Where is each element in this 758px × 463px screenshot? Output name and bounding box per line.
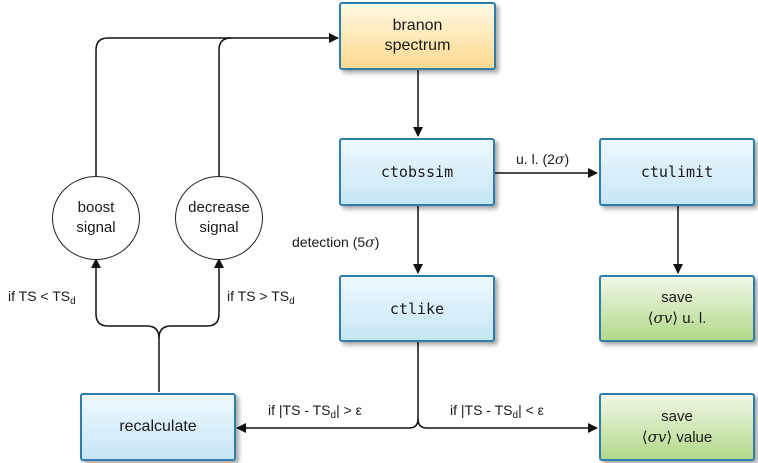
- label-abs-less-sub: d: [512, 410, 519, 421]
- label-ts-greater-sub: d: [289, 296, 295, 307]
- recalculate-box: recalculate: [80, 393, 236, 461]
- ctlike-label: ctlike: [389, 299, 445, 318]
- save-value-nu: v: [657, 427, 667, 446]
- label-upper-limit-sigma: σ: [554, 152, 565, 168]
- boost-signal-line2: signal: [76, 219, 116, 236]
- label-abs-greater-suffix: | > ε: [336, 402, 362, 418]
- label-abs-greater-prefix: if |TS - TS: [268, 402, 331, 418]
- edge-recalc-up: [91, 258, 160, 392]
- decrease-signal-line1: decrease: [188, 199, 250, 216]
- save-value-bracket-right: ⟩: [666, 428, 673, 446]
- label-upper-limit-suffix: ): [564, 151, 570, 167]
- edge-ctlike-save-value: [417, 418, 598, 433]
- label-detection-sigma: σ: [365, 235, 375, 251]
- save-value-line1: save: [661, 407, 693, 425]
- decrease-signal-node: decrease signal: [175, 176, 263, 260]
- save-ul-bracket-left: ⟨: [647, 310, 654, 327]
- save-value-suffix: value: [672, 428, 713, 446]
- ctobssim-box: ctobssim: [339, 138, 495, 206]
- edge-recalc-up-right: [158, 258, 224, 339]
- label-ts-greater: if TS > TSd: [227, 288, 295, 307]
- branon-spectrum-line1: branon: [392, 17, 443, 34]
- save-ul-line2: ⟨σv⟩ u. l.: [648, 308, 707, 329]
- ctulimit-label: ctulimit: [640, 163, 714, 181]
- save-ul-box: save ⟨σv⟩ u. l.: [599, 275, 755, 342]
- edge-boost-spectrum: [95, 33, 339, 176]
- decrease-signal-line2: signal: [199, 219, 239, 236]
- save-ul-sigma: σ: [653, 309, 664, 327]
- label-abs-greater-sub: d: [330, 410, 337, 421]
- save-value-bracket-left: ⟨: [641, 428, 648, 446]
- edge-decrease-spectrum: [218, 37, 232, 176]
- label-abs-less-prefix: if |TS - TS: [450, 402, 513, 418]
- label-upper-limit: u. l. (2σ): [516, 151, 569, 168]
- save-ul-nu: v: [663, 309, 673, 327]
- label-upper-limit-prefix: u. l. (2: [516, 151, 555, 167]
- label-abs-less-suffix: | < ε: [518, 402, 544, 418]
- save-ul-line1: save: [661, 289, 693, 306]
- label-ts-greater-prefix: if TS > TS: [227, 288, 290, 304]
- label-ts-less: if TS < TSd: [8, 288, 76, 307]
- label-detection-prefix: detection (5: [292, 234, 366, 250]
- label-ts-less-sub: d: [70, 296, 76, 307]
- save-ul-bracket-right: ⟩: [672, 310, 679, 327]
- label-detection-suffix: ): [374, 234, 380, 250]
- ctobssim-label: ctobssim: [380, 163, 454, 181]
- label-abs-greater: if |TS - TSd| > ε: [268, 402, 362, 421]
- recalculate-label: recalculate: [119, 418, 197, 435]
- branon-spectrum-line2: spectrum: [384, 37, 451, 54]
- save-ul-suffix: u. l.: [678, 310, 707, 327]
- label-ts-less-prefix: if TS < TS: [8, 288, 71, 304]
- boost-signal-line1: boost: [77, 199, 115, 216]
- label-detection: detection (5σ): [292, 234, 379, 251]
- ctlike-box: ctlike: [339, 275, 495, 342]
- label-abs-less: if |TS - TSd| < ε: [450, 402, 544, 421]
- save-value-box: save ⟨σv⟩ value: [599, 393, 755, 461]
- save-value-sigma: σ: [647, 427, 658, 446]
- ctulimit-box: ctulimit: [599, 138, 755, 206]
- save-value-line2: ⟨σv⟩ value: [642, 427, 712, 448]
- boost-signal-node: boost signal: [52, 176, 140, 260]
- branon-spectrum-box: branon spectrum: [339, 2, 496, 70]
